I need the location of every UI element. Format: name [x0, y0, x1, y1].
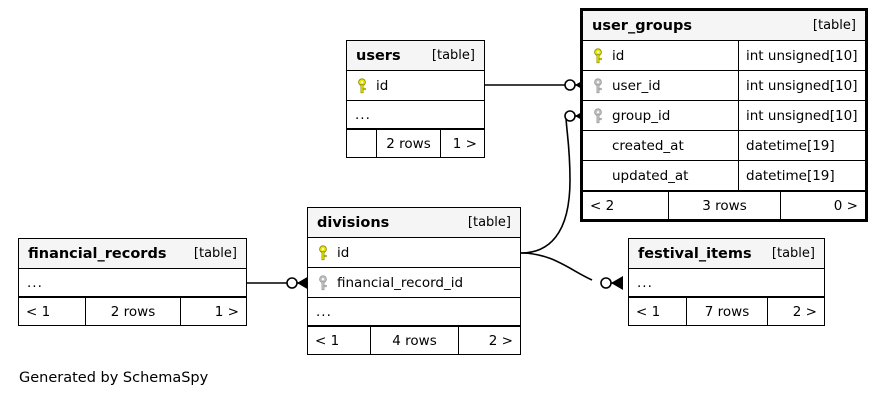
- table-footer: < 1 4 rows 2 >: [308, 326, 520, 354]
- footer-prev-link[interactable]: < 1: [26, 303, 51, 320]
- column-type-text: datetime[19]: [738, 161, 865, 190]
- footer-row-count: 4 rows: [370, 327, 458, 354]
- column-type-text: int unsigned[10]: [738, 41, 865, 70]
- column-name-text: id: [376, 77, 389, 94]
- table-footer: < 1 2 rows 1 >: [19, 297, 246, 325]
- footer-next-link[interactable]: 1 >: [440, 130, 484, 157]
- table-title: user_groups: [592, 17, 693, 34]
- column-type-text: int unsigned[10]: [738, 101, 865, 130]
- primary-key-icon: [594, 47, 602, 63]
- column-name-text: updated_at: [612, 167, 689, 184]
- column-row-group-id[interactable]: group_id int unsigned[10]: [583, 101, 865, 131]
- primary-key-icon: [358, 77, 366, 93]
- table-type-tag: [table]: [467, 215, 511, 230]
- table-header: festival_items [table]: [629, 239, 824, 269]
- table-header: users [table]: [347, 41, 484, 71]
- table-title: users: [356, 47, 401, 64]
- column-name-text: financial_record_id: [337, 274, 464, 291]
- table-title: financial_records: [28, 245, 167, 262]
- column-row-id[interactable]: id: [308, 238, 520, 268]
- table-footer: < 2 3 rows 0 >: [583, 191, 865, 219]
- foreign-key-icon: [319, 274, 327, 290]
- column-row-id[interactable]: id: [347, 71, 484, 101]
- footer-next-link[interactable]: 1 >: [180, 298, 246, 325]
- footer-row-count: 7 rows: [686, 298, 767, 325]
- edge-divisions-to-user-groups: [520, 108, 588, 254]
- table-header: user_groups [table]: [583, 11, 865, 41]
- column-name-text: id: [337, 244, 350, 261]
- column-name-cell: id: [583, 41, 738, 70]
- more-columns-indicator: ...: [308, 298, 520, 326]
- edge-users-to-user-groups: [485, 77, 588, 93]
- footer-row-count: 2 rows: [85, 298, 180, 325]
- column-name-text: id: [612, 47, 625, 64]
- more-columns-indicator: ...: [19, 269, 246, 297]
- table-title: divisions: [317, 214, 390, 231]
- edge-divisions-to-festival-items: [520, 252, 624, 291]
- more-columns-indicator: ...: [629, 269, 824, 297]
- column-name-cell: group_id: [583, 101, 738, 130]
- table-financial-records[interactable]: financial_records [table] ... < 1 2 rows…: [18, 238, 247, 326]
- footer-prev-link[interactable]: < 1: [636, 303, 661, 320]
- column-type-text: int unsigned[10]: [738, 71, 865, 100]
- column-name-text: user_id: [612, 77, 661, 94]
- column-name-cell: id: [308, 238, 520, 267]
- column-row-updated-at[interactable]: updated_at datetime[19]: [583, 161, 865, 191]
- table-footer: < 1 7 rows 2 >: [629, 297, 824, 325]
- footer-next-link[interactable]: 2 >: [767, 298, 824, 325]
- column-name-text: created_at: [612, 137, 684, 154]
- table-type-tag: [table]: [812, 18, 856, 33]
- footer-prev-link[interactable]: < 2: [590, 197, 615, 214]
- footer-prev-link[interactable]: [347, 130, 376, 157]
- table-type-tag: [table]: [771, 246, 815, 261]
- column-row-user-id[interactable]: user_id int unsigned[10]: [583, 71, 865, 101]
- generator-caption: Generated by SchemaSpy: [19, 370, 209, 386]
- table-title: festival_items: [638, 245, 752, 262]
- footer-row-count: 3 rows: [668, 192, 780, 219]
- column-row-created-at[interactable]: created_at datetime[19]: [583, 131, 865, 161]
- column-type-text: datetime[19]: [738, 131, 865, 160]
- no-key-icon: [591, 168, 605, 184]
- column-name-text: group_id: [612, 107, 671, 124]
- primary-key-icon: [319, 244, 327, 260]
- table-header: divisions [table]: [308, 208, 520, 238]
- foreign-key-icon: [594, 107, 602, 123]
- footer-next-link[interactable]: 2 >: [458, 327, 520, 354]
- column-row-id[interactable]: id int unsigned[10]: [583, 41, 865, 71]
- column-row-financial-record-id[interactable]: financial_record_id: [308, 268, 520, 298]
- footer-next-link[interactable]: 0 >: [780, 192, 865, 219]
- more-columns-indicator: ...: [347, 101, 484, 129]
- footer-prev-link[interactable]: < 1: [315, 332, 340, 349]
- column-name-cell: user_id: [583, 71, 738, 100]
- table-type-tag: [table]: [431, 48, 475, 63]
- table-header: financial_records [table]: [19, 239, 246, 269]
- table-users[interactable]: users [table] id ... 2 rows 1 >: [346, 40, 485, 158]
- edge-financial-records-to-divisions: [247, 275, 310, 291]
- table-divisions[interactable]: divisions [table] id: [307, 207, 521, 355]
- foreign-key-icon: [594, 77, 602, 93]
- column-name-cell: created_at: [583, 131, 738, 160]
- column-name-cell: financial_record_id: [308, 268, 520, 297]
- table-footer: 2 rows 1 >: [347, 129, 484, 157]
- table-type-tag: [table]: [193, 246, 237, 261]
- table-user-groups[interactable]: user_groups [table] id int unsigned[10]: [580, 8, 868, 222]
- column-name-cell: updated_at: [583, 161, 738, 190]
- column-name-cell: id: [347, 71, 484, 100]
- table-festival-items[interactable]: festival_items [table] ... < 1 7 rows 2 …: [628, 238, 825, 326]
- footer-row-count: 2 rows: [376, 130, 440, 157]
- no-key-icon: [591, 138, 605, 154]
